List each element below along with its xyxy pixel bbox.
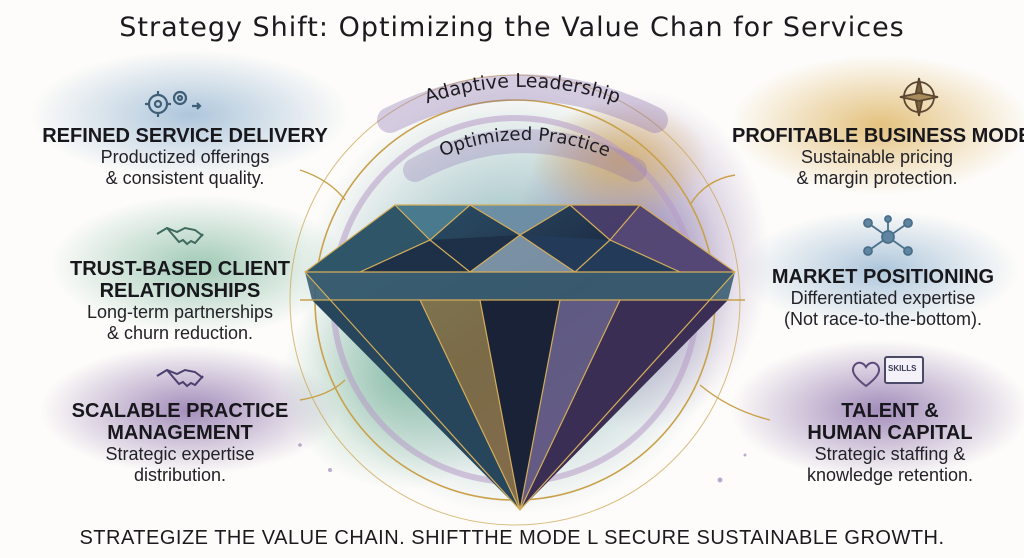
- block-talent: TALENT & HUMAN CAPITAL Strategic staffin…: [780, 400, 1000, 486]
- skills-screen-icon: SKILLS: [884, 356, 924, 384]
- block-line: Long-term partnerships: [86, 302, 274, 322]
- block-heading: HUMAN CAPITAL: [807, 422, 973, 444]
- compass-icon: [899, 77, 939, 117]
- gears-icon: [145, 90, 202, 117]
- block-line: Strategic staffing &: [814, 444, 966, 464]
- block-heading: RELATIONSHIPS: [99, 280, 261, 302]
- block-line: & consistent quality.: [105, 168, 265, 188]
- block-line: distribution.: [133, 465, 227, 485]
- block-heading: TALENT &: [841, 400, 939, 422]
- skills-badge: SKILLS: [888, 364, 917, 373]
- block-client-relationships: TRUST-BASED CLIENT RELATIONSHIPS Long-te…: [45, 258, 315, 344]
- block-heading: TRUST-BASED CLIENT: [70, 258, 290, 280]
- block-service-delivery: REFINED SERVICE DELIVERY Productized off…: [40, 125, 330, 189]
- block-line: Sustainable pricing: [800, 147, 954, 167]
- block-line: (Not race-to-the-bottom).: [783, 309, 983, 329]
- handshake-icon: [156, 368, 204, 388]
- footer-tagline: STRATEGIZE THE VALUE CHAIN. SHIFTTHE MOD…: [79, 527, 945, 549]
- block-line: Strategic expertise: [105, 444, 255, 464]
- block-line: & margin protection.: [796, 168, 958, 188]
- heart-icon: [851, 361, 881, 388]
- block-heading: SCALABLE PRACTICE: [71, 400, 289, 422]
- block-heading: PROFITABLE BUSINESS MODE: [732, 125, 1024, 147]
- block-line: Productized offerings: [100, 147, 270, 167]
- block-line: Differentiated expertise: [790, 288, 976, 308]
- block-heading: MARKET POSITIONING: [771, 266, 995, 288]
- diamond: [304, 204, 736, 511]
- block-heading: MANAGEMENT: [107, 422, 253, 444]
- block-line: knowledge retention.: [806, 465, 974, 485]
- handshake-icon: [156, 226, 204, 246]
- block-line: & churn reduction.: [106, 323, 254, 343]
- block-practice-management: SCALABLE PRACTICE MANAGEMENT Strategic e…: [55, 400, 305, 486]
- block-market-positioning: MARKET POSITIONING Differentiated expert…: [752, 266, 1014, 330]
- network-icon: [863, 215, 913, 256]
- block-heading: REFINED SERVICE DELIVERY: [42, 125, 328, 147]
- page-title: Strategy Shift: Optimizing the Value Cha…: [119, 12, 905, 43]
- block-business-model: PROFITABLE BUSINESS MODE Sustainable pri…: [732, 125, 1024, 189]
